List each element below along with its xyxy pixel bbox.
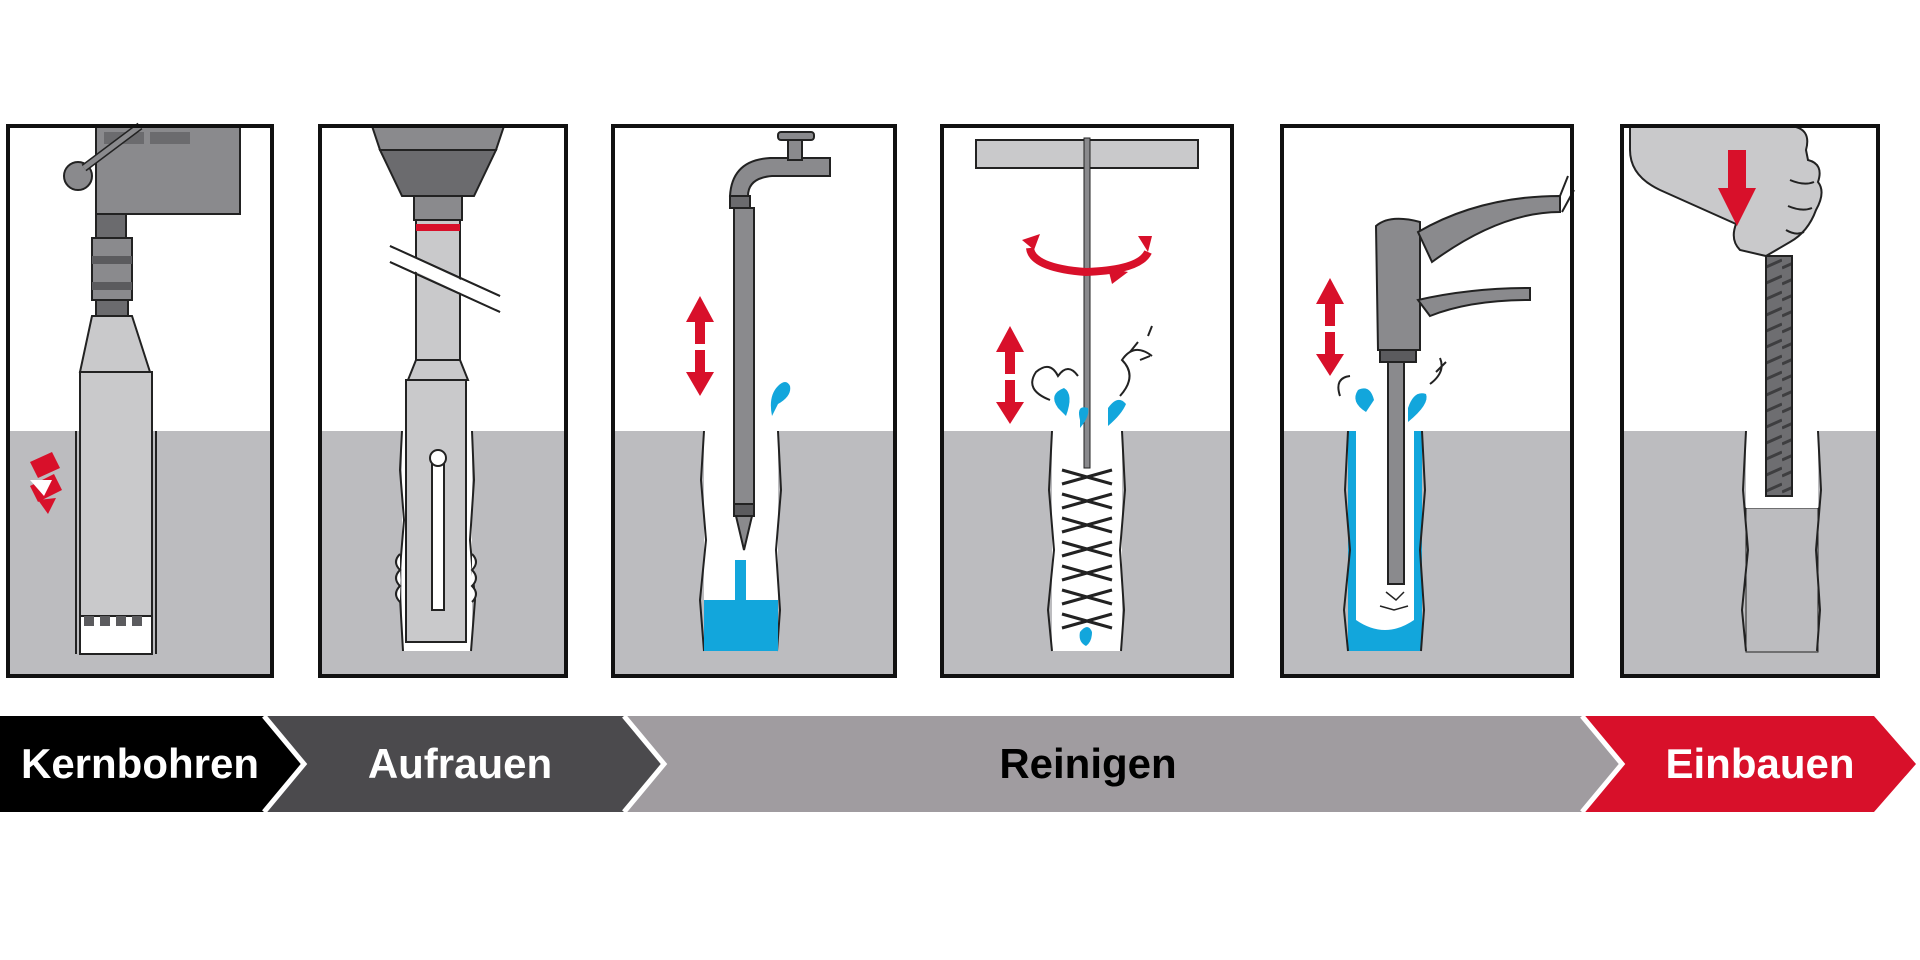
down-arrow-icon xyxy=(1718,150,1756,226)
water-tap-icon xyxy=(728,131,831,551)
water-splash-icon xyxy=(1031,325,1153,428)
water-splash-icon xyxy=(1337,357,1447,422)
water-fill xyxy=(704,600,778,651)
panel-roughening xyxy=(318,124,568,678)
up-down-arrow-icon xyxy=(996,326,1024,424)
panel-installing xyxy=(1620,124,1880,678)
step-segment-einbauen xyxy=(1582,716,1916,812)
step-segment-kernbohren xyxy=(0,716,304,812)
panel-core-drilling xyxy=(6,122,274,678)
step-label-kernbohren: Kernbohren xyxy=(21,740,259,787)
ground-area xyxy=(1282,431,1572,676)
rotation-arrow-icon xyxy=(30,452,62,514)
step-label-einbauen: Einbauen xyxy=(1665,740,1854,787)
rebar-insert-icon xyxy=(1629,125,1823,497)
step-segment-reinigen xyxy=(624,716,1622,812)
panel-flushing xyxy=(611,124,897,678)
step-label-aufrauen: Aufrauen xyxy=(368,740,552,787)
round-brush-icon xyxy=(975,137,1199,646)
rotation-arrow-icon xyxy=(1022,234,1152,284)
air-gun-icon xyxy=(1374,175,1575,611)
step-banner: Kernbohren Aufrauen Reinigen Einbauen xyxy=(0,714,1916,814)
step-label-reinigen: Reinigen xyxy=(999,740,1176,787)
panel-blowing xyxy=(1280,124,1575,678)
roughening-tool-icon xyxy=(370,125,506,643)
up-down-arrow-icon xyxy=(1316,278,1344,376)
step-segment-aufrauen xyxy=(264,716,664,812)
panel-brushing xyxy=(940,124,1234,678)
core-drill-icon xyxy=(63,122,241,655)
up-down-arrow-icon xyxy=(686,296,714,396)
